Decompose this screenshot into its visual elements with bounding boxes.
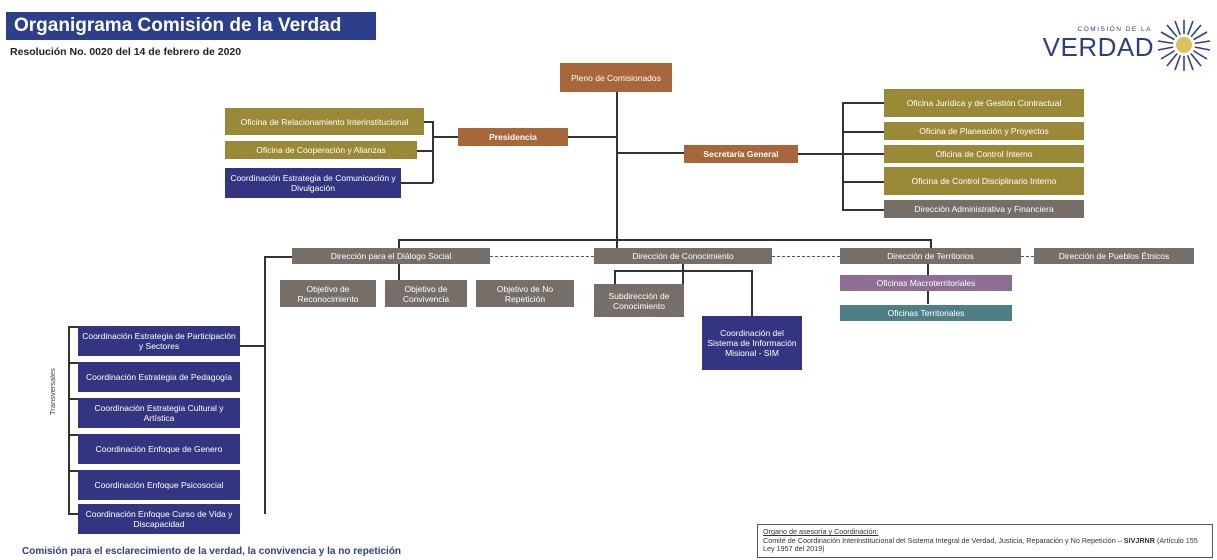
connector-line (798, 153, 842, 155)
objetivo-no-repeticion-node: Objetivo de No Repetición (476, 280, 574, 307)
connector-line (616, 92, 618, 248)
connector-line (68, 326, 78, 328)
territorios-node: Dirección de Territorios (840, 248, 1021, 264)
dashed-connector (490, 256, 594, 257)
connector-line (617, 152, 684, 154)
comunicacion-node: Coordinación Estrategia de Comunicación … (225, 168, 401, 198)
pleno-comisionados-node: Pleno de Comisionados (560, 63, 672, 92)
administrativa-node: Dirección Administrativa y Financiera (884, 200, 1084, 218)
macroterritoriales-node: Oficinas Macroterritoriales (840, 275, 1012, 291)
connector-line (398, 239, 400, 248)
coord-cultural-node: Coordinación Estrategia Cultural y Artís… (78, 398, 240, 428)
connector-line (398, 264, 400, 280)
connector-line (682, 264, 684, 284)
connector-line (240, 345, 265, 347)
advisory-body-line: Comité de Coordinación Interinstituciona… (763, 535, 1207, 554)
connector-line (568, 136, 617, 138)
advisory-body: Comité de Coordinación Interinstituciona… (763, 535, 1122, 545)
resolution-text: Resolución No. 0020 del 14 de febrero de… (10, 46, 242, 58)
connector-line (842, 153, 884, 155)
dialogo-social-node: Dirección para el Diálogo Social (292, 248, 490, 264)
footer-title: Comisión para el esclarecimiento de la v… (22, 546, 402, 557)
connector-line (68, 362, 78, 364)
presidencia-node: Presidencia (458, 128, 568, 146)
dashed-connector (772, 256, 840, 257)
connector-line (68, 470, 78, 472)
connector-line (68, 398, 78, 400)
connector-line (432, 121, 434, 183)
connector-line (432, 136, 458, 138)
comision-verdad-logo: COMISIÓN DE LA VERDAD (1042, 18, 1212, 73)
connector-line (424, 121, 433, 123)
coord-genero-node: Coordinación Enfoque de Genero (78, 434, 240, 464)
connector-line (417, 150, 433, 152)
sunburst-icon (1157, 20, 1211, 71)
objetivo-convivencia-node: Objetivo de Convivencia (385, 280, 467, 307)
logo-main-text: VERDAD (1042, 32, 1154, 62)
connector-line (398, 239, 931, 241)
connector-line (842, 131, 884, 133)
connector-line (614, 270, 752, 272)
connector-line (842, 102, 844, 210)
objetivo-reconocimiento-node: Objetivo de Reconocimiento (280, 280, 376, 307)
connector-line (68, 434, 78, 436)
advisory-box: Organo de asesoría y Coordinación: Comit… (757, 524, 1213, 558)
connector-line (842, 209, 884, 211)
connector-line (751, 270, 753, 316)
control-disciplinario-node: Oficina de Control Disciplinario Interno (884, 167, 1084, 195)
connector-line (264, 256, 266, 514)
coord-psicosocial-node: Coordinación Enfoque Psicosocial (78, 470, 240, 500)
advisory-heading: Organo de asesoría y Coordinación: (763, 527, 879, 536)
connector-line (68, 326, 70, 514)
cooperacion-node: Oficina de Cooperación y Alianzas (225, 141, 417, 159)
control-interno-node: Oficina de Control Interno (884, 145, 1084, 163)
conocimiento-node: Dirección de Conocimiento (594, 248, 772, 264)
connector-line (842, 102, 884, 104)
connector-line (401, 182, 433, 184)
connector-line (614, 270, 616, 284)
pueblos-etnicos-node: Dirección de Pueblos Étnicos (1034, 248, 1194, 264)
coord-pedagogia-node: Coordinación Estrategia de Pedagogía (78, 362, 240, 392)
page-title: Organigrama Comisión de la Verdad (6, 12, 376, 40)
secretaria-general-node: Secretaría General (684, 145, 798, 163)
advisory-acronym: SIVJRNR (1123, 535, 1155, 545)
juridica-node: Oficina Jurídica y de Gestión Contractua… (884, 89, 1084, 117)
connector-line (842, 181, 884, 183)
coord-participacion-node: Coordinación Estrategia de Participación… (78, 326, 240, 356)
advisory-ref: (Artículo 155 Ley 1957 del 2019) (763, 535, 1198, 554)
connector-line (930, 239, 932, 248)
sim-node: Coordinación del Sistema de Información … (702, 316, 802, 370)
connector-line (264, 256, 292, 258)
planeacion-node: Oficina de Planeación y Proyectos (884, 122, 1084, 140)
connector-line (68, 513, 78, 515)
relacionamiento-node: Oficina de Relacionamiento Interinstituc… (225, 108, 424, 135)
transversales-label: Transversales (48, 368, 57, 415)
coord-curso-vida-node: Coordinación Enfoque Curso de Vida y Dis… (78, 504, 240, 534)
subdireccion-conocimiento-node: Subdirección de Conocimiento (594, 284, 684, 317)
dashed-connector (1021, 256, 1034, 257)
logo-top-text: COMISIÓN DE LA (1077, 26, 1152, 33)
territoriales-node: Oficinas Territoriales (840, 305, 1012, 321)
